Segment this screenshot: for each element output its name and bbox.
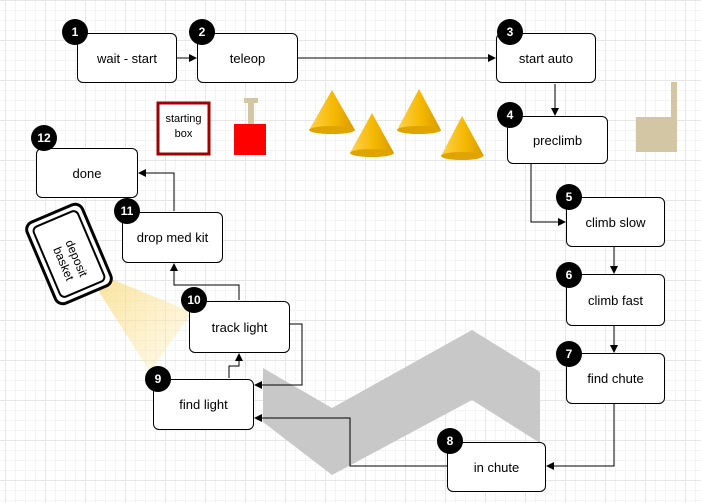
- node-badge: 6: [556, 262, 582, 288]
- node-label: climb fast: [588, 292, 643, 308]
- node-track-light[interactable]: track light: [189, 301, 290, 353]
- edge-11-12: [138, 169, 175, 211]
- node-wait-start[interactable]: wait - start: [77, 33, 177, 83]
- node-label: drop med kit: [136, 230, 209, 245]
- robot-icon: [234, 98, 266, 155]
- node-climb-fast[interactable]: climb fast: [566, 274, 665, 326]
- light-beam: [84, 268, 192, 372]
- node-done[interactable]: done: [36, 148, 138, 198]
- starting-box: [156, 101, 211, 156]
- node-label: preclimb: [532, 132, 583, 148]
- node-badge: 2: [189, 19, 215, 45]
- cone-icon: [350, 113, 394, 157]
- node-preclimb[interactable]: preclimb: [507, 116, 608, 164]
- edge-8-9: [254, 414, 447, 467]
- node-label: in chute: [473, 459, 520, 475]
- edge-10-9: [254, 323, 303, 389]
- node-badge: 12: [31, 125, 57, 151]
- node-badge: 10: [181, 287, 207, 313]
- node-badge: 8: [437, 428, 463, 454]
- ramp-shape: [263, 330, 540, 475]
- cone-icon: [441, 116, 484, 160]
- node-find-light[interactable]: find light: [153, 379, 254, 430]
- node-label: track light: [211, 319, 268, 335]
- node-label: start auto: [518, 50, 574, 66]
- node-badge: 5: [556, 184, 582, 210]
- node-label: teleop: [229, 50, 266, 66]
- node-label: climb slow: [585, 214, 646, 230]
- edge-7-8: [546, 404, 615, 470]
- cone-icon: [397, 89, 441, 134]
- node-label: wait - start: [97, 50, 157, 66]
- edge-4-5: [530, 164, 566, 226]
- node-label: find light: [179, 397, 228, 412]
- node-find-chute[interactable]: find chute: [566, 353, 665, 404]
- node-label: find chute: [587, 371, 644, 386]
- edge-9-10: [228, 353, 243, 378]
- node-badge: 1: [62, 19, 88, 45]
- starting-box-label: starting box: [165, 113, 202, 140]
- deposit-basket: [25, 202, 113, 306]
- node-climb-slow[interactable]: climb slow: [566, 197, 665, 247]
- node-in-chute[interactable]: in chute: [447, 442, 546, 492]
- node-badge: 3: [497, 19, 523, 45]
- node-badge: 4: [497, 102, 523, 128]
- cone-icon: [309, 90, 355, 134]
- node-label: done: [72, 165, 102, 181]
- node-badge: 9: [145, 366, 171, 392]
- hook-shape: [636, 82, 677, 152]
- node-badge: 11: [114, 198, 140, 224]
- edge-10-11: [170, 263, 240, 300]
- node-drop-med-kit[interactable]: drop med kit: [122, 212, 223, 263]
- node-badge: 7: [556, 341, 582, 367]
- node-teleop[interactable]: teleop: [197, 33, 298, 83]
